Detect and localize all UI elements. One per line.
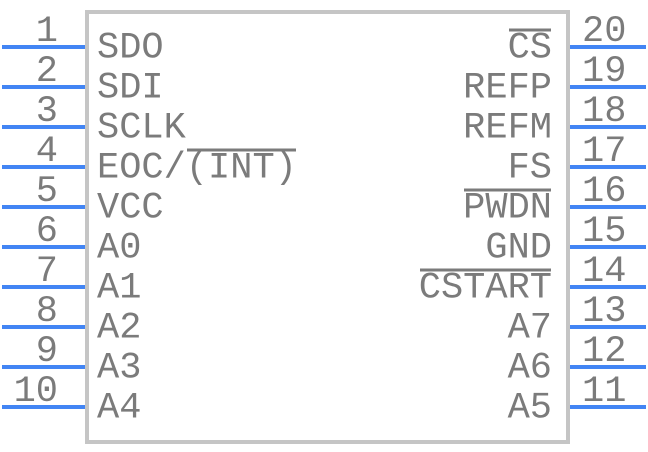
pin-label-overlined-text: CSTART: [418, 267, 552, 310]
pin-number: 5: [35, 171, 58, 213]
pin-number: 13: [582, 291, 627, 333]
pin-number: 6: [35, 211, 58, 253]
pin-label-text: REFM: [463, 107, 552, 150]
pin-line: [2, 405, 85, 409]
pin-line: [570, 285, 646, 289]
pin-label-overlined-text: PWDN: [463, 187, 552, 230]
pin-line: [570, 45, 646, 49]
pin-label-overlined-text: (INT): [185, 147, 297, 190]
pin-number: 2: [35, 51, 58, 93]
pin-line: [2, 205, 85, 209]
pin-line: [570, 205, 646, 209]
pin-label: A0: [97, 227, 142, 270]
pin-number: 7: [35, 251, 58, 293]
pin-number: 19: [582, 51, 627, 93]
pin-label: A7: [507, 307, 552, 350]
pin-label-text: FS: [507, 147, 552, 190]
pin-label-text: SDO: [97, 27, 164, 70]
pin-line: [2, 125, 85, 129]
pin-label-text: A5: [507, 387, 552, 430]
pin-label-text: A4: [97, 387, 142, 430]
pin-number: 8: [35, 291, 58, 333]
pin-line: [570, 125, 646, 129]
pin-number: 20: [582, 11, 627, 53]
pin-label-text: A2: [97, 307, 142, 350]
pin-line: [570, 245, 646, 249]
pin-number: 3: [35, 91, 58, 133]
pin-line: [570, 405, 646, 409]
pin-label-text: GND: [485, 227, 552, 270]
pin-number: 10: [13, 371, 58, 413]
pin-label: A3: [97, 347, 142, 390]
pin-number: 1: [35, 11, 58, 53]
pin-line: [2, 85, 85, 89]
pin-label: A1: [97, 267, 142, 310]
pin-label: GND: [485, 227, 552, 270]
pin-line: [570, 365, 646, 369]
pin-number: 14: [582, 251, 627, 293]
pin-label-text: A3: [97, 347, 142, 390]
pin-label-text: EOC/: [97, 147, 186, 190]
pin-label-text: A0: [97, 227, 142, 270]
pin-label: VCC: [97, 187, 164, 230]
pin-label-text: A1: [97, 267, 142, 310]
pin-line: [2, 365, 85, 369]
pin-line: [2, 285, 85, 289]
pin-label-text: REFP: [463, 67, 552, 110]
pin-label-text: SCLK: [97, 107, 186, 150]
pin-number: 17: [582, 131, 627, 173]
pin-label: REFM: [463, 107, 552, 150]
pin-number: 16: [582, 171, 627, 213]
pin-label: PWDN: [463, 187, 552, 230]
pin-label-text: A7: [507, 307, 552, 350]
pin-number: 9: [35, 331, 58, 373]
pin-number: 15: [582, 211, 627, 253]
pin-line: [570, 165, 646, 169]
pin-label: A4: [97, 387, 142, 430]
pin-label: EOC/(INT): [97, 147, 297, 190]
pin-label: A2: [97, 307, 142, 350]
pin-label: A6: [507, 347, 552, 390]
pin-label-text: A6: [507, 347, 552, 390]
pin-label-text: VCC: [97, 187, 164, 230]
pin-label: SDO: [97, 27, 164, 70]
pin-number: 12: [582, 331, 627, 373]
pin-number: 18: [582, 91, 627, 133]
pin-line: [2, 165, 85, 169]
pin-label: REFP: [463, 67, 552, 110]
pin-label-text: SDI: [97, 67, 164, 110]
pin-line: [570, 85, 646, 89]
pin-line: [570, 325, 646, 329]
pin-number: 4: [35, 131, 58, 173]
pin-line: [2, 245, 85, 249]
pin-line: [2, 45, 85, 49]
pin-label: CS: [507, 27, 552, 70]
pin-label: SDI: [97, 67, 164, 110]
pin-label: FS: [507, 147, 552, 190]
pin-line: [2, 325, 85, 329]
pin-label: SCLK: [97, 107, 186, 150]
pin-label: A5: [507, 387, 552, 430]
pin-number: 11: [582, 371, 627, 413]
pin-label: CSTART: [418, 267, 552, 310]
pin-label-overlined-text: CS: [507, 27, 552, 70]
